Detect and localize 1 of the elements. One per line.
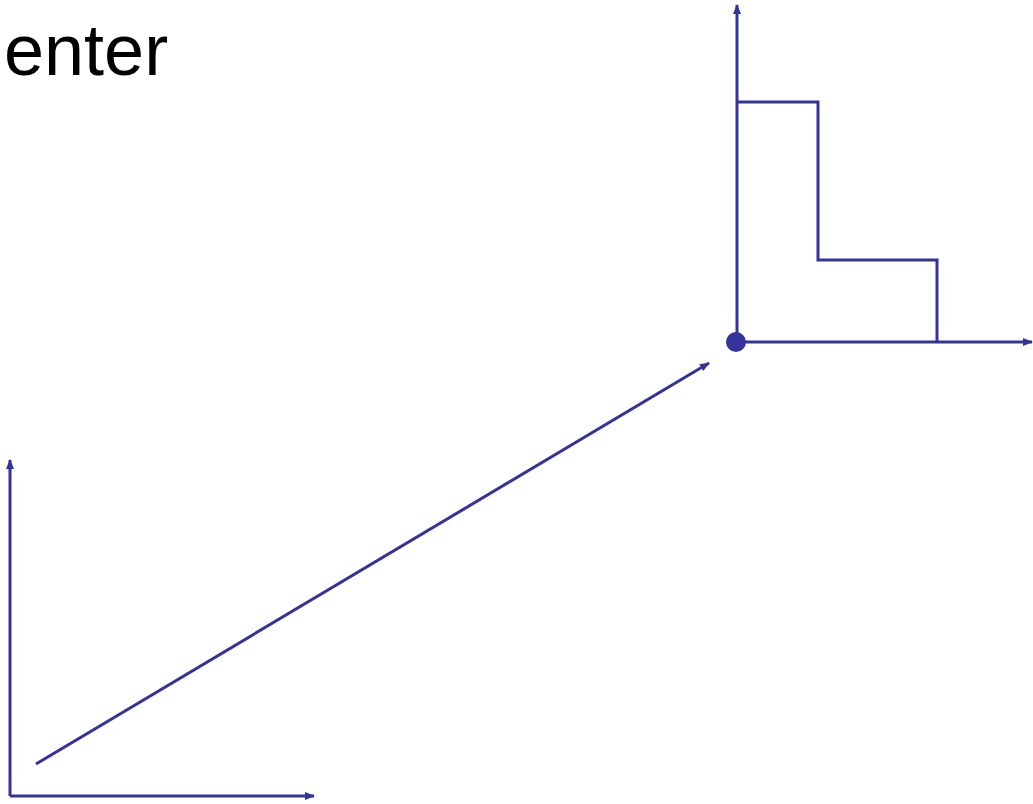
heading-text: enter (4, 14, 169, 86)
